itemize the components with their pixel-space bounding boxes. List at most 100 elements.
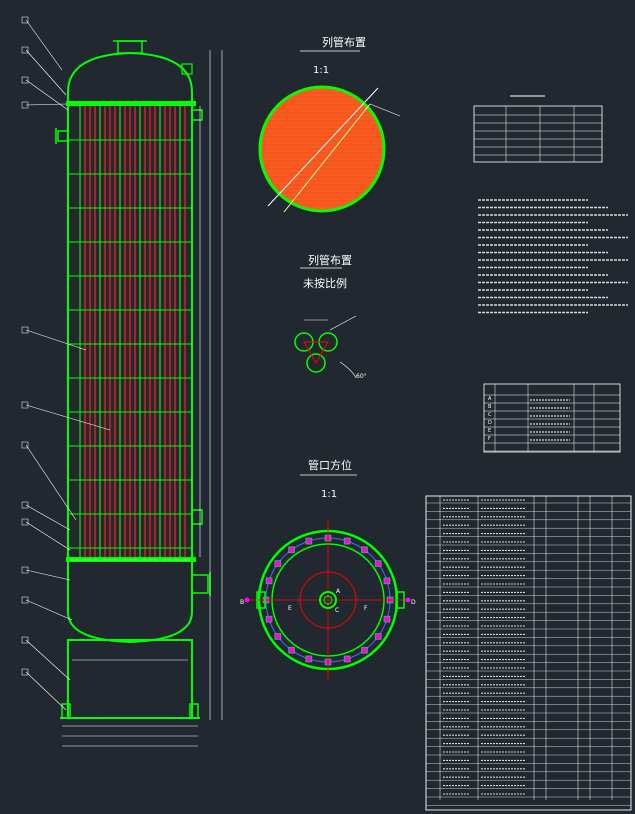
nozzle-left — [256, 591, 266, 609]
bolt-hole — [343, 537, 351, 545]
part-balloon — [21, 76, 29, 84]
nozzle-label-f: F — [364, 605, 368, 612]
nozzle-table-border — [483, 383, 621, 453]
leader-line — [25, 639, 71, 681]
leader-line — [25, 329, 87, 351]
bolt-hole — [343, 655, 351, 663]
leader-line — [25, 404, 111, 431]
nozzle-mark-b: B — [488, 404, 492, 410]
bolt-hole — [361, 546, 368, 554]
nozzle-schedule-marks: A B C D E F — [488, 396, 492, 442]
nozzle-label-b: B — [240, 599, 244, 606]
tube-layout-leader-2 — [283, 103, 371, 213]
leader-line — [25, 79, 69, 111]
bolt-hole — [265, 577, 273, 585]
part-balloon — [21, 441, 29, 449]
tube-layout-scale: 1:1 — [313, 65, 329, 76]
bom-border — [425, 495, 632, 811]
tube-layout-leader-3 — [369, 103, 401, 117]
shell-nozzle-lower-right — [191, 509, 203, 525]
nozzle-right — [395, 591, 405, 609]
leader-line — [25, 444, 77, 521]
part-balloon — [21, 16, 29, 24]
leader-line — [25, 103, 67, 106]
bolt-hole — [305, 537, 313, 545]
part-balloon — [21, 46, 29, 54]
part-balloon — [21, 401, 29, 409]
tube-layout-leader-1 — [267, 87, 379, 207]
nozzle-right-marker — [405, 597, 411, 603]
nozzle-orientation-title: 管口方位 — [308, 458, 352, 472]
tube-pitch-detail-view: 列管布置 未按比例 60° — [294, 253, 367, 380]
design-data-grid — [473, 105, 603, 163]
pitch-angle-label: 60° — [356, 373, 367, 380]
nozzle-schedule-table: A B C D E F — [483, 383, 621, 453]
nozzle-mark-a: A — [488, 396, 492, 402]
pitch-angle-arc — [339, 361, 357, 379]
tube-pitch-title: 列管布置 — [308, 253, 352, 267]
nozzle-mark-e: E — [488, 428, 491, 434]
bolt-hole — [374, 560, 382, 567]
upper-tubesheet — [66, 101, 196, 106]
lower-tubesheet — [66, 557, 196, 562]
bolt-hole — [374, 633, 382, 640]
leader-line — [25, 49, 67, 96]
part-balloon — [21, 636, 29, 644]
nozzle-mark-c: C — [488, 412, 492, 418]
nozzle-mark-f: F — [488, 436, 491, 442]
design-data-table — [473, 95, 603, 163]
leader-line — [25, 599, 73, 621]
bolt-hole — [274, 633, 282, 640]
nozzle-label-c: C — [335, 607, 339, 614]
part-balloon — [21, 518, 29, 526]
shell-nozzle-upper-left — [57, 130, 69, 142]
bolt-hole — [383, 615, 391, 623]
tube-bundle — [79, 106, 186, 557]
part-balloon — [21, 596, 29, 604]
bolt-hole — [288, 546, 295, 554]
bottom-head — [67, 611, 193, 644]
part-balloon — [21, 501, 29, 509]
bolt-hole — [383, 577, 391, 585]
part-balloon — [21, 668, 29, 676]
leader-line — [25, 521, 71, 551]
nozzle-schedule-grid — [483, 383, 621, 453]
tube-layout-view: 列管布置 1:1 — [258, 35, 401, 213]
parts-list-table — [425, 495, 632, 811]
baffle-grid — [68, 106, 192, 557]
technical-requirements-block — [478, 199, 628, 314]
nozzle-left-marker — [244, 597, 250, 603]
bolt-hole — [361, 646, 368, 654]
center-nozzle — [319, 591, 337, 609]
bolt-hole — [274, 560, 282, 567]
leader-line — [25, 569, 71, 581]
bolt-hole — [305, 655, 313, 663]
vessel-elevation-view — [55, 40, 211, 719]
bolt-hole — [265, 615, 273, 623]
part-balloon — [21, 101, 29, 109]
part-balloon — [21, 566, 29, 574]
nozzle-mark-d: D — [488, 420, 492, 426]
nozzle-orientation-scale: 1:1 — [321, 489, 337, 500]
nozzle-label-e: E — [288, 605, 292, 612]
tube-pitch-subtitle: 未按比例 — [303, 276, 347, 290]
leader-line — [25, 671, 67, 711]
pitch-line-3 — [315, 341, 329, 364]
design-table-border — [473, 105, 603, 163]
part-leader-lines — [21, 16, 111, 711]
nozzle-orientation-view: 管口方位 1:1 A B C D E F — [240, 458, 416, 680]
tube-layout-title: 列管布置 — [322, 35, 366, 49]
top-vent-nozzle — [181, 63, 193, 75]
center-nozzle-bore — [323, 595, 333, 605]
shell-nozzle-upper-right — [191, 109, 203, 121]
leader-line — [25, 19, 63, 71]
nozzle-label-d: D — [411, 599, 416, 606]
elevation-dimensions — [62, 50, 223, 747]
pitch-leader — [329, 315, 357, 331]
bolt-hole — [288, 646, 295, 654]
bottom-outlet-nozzle — [191, 574, 209, 594]
pitch-line-2 — [303, 341, 317, 364]
leader-line — [25, 504, 71, 531]
part-balloon — [21, 326, 29, 334]
